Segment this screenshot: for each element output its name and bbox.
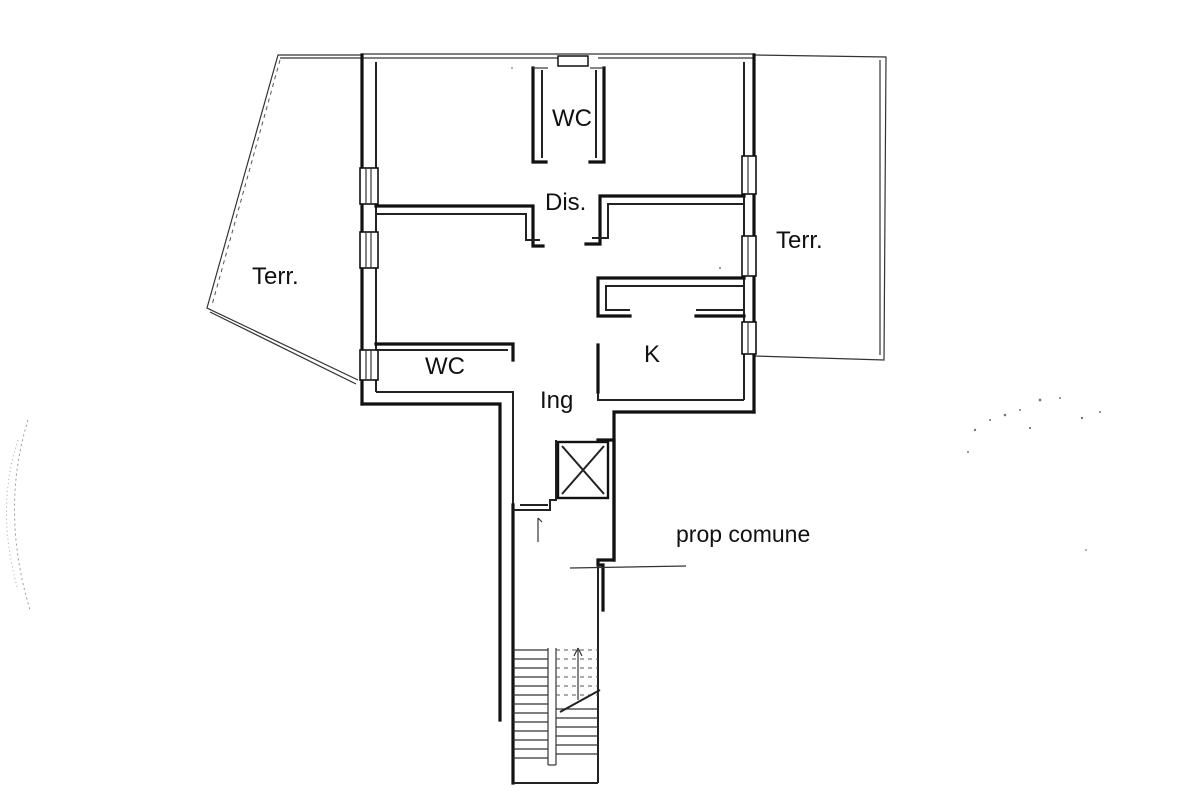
kitchen-walls bbox=[596, 276, 746, 394]
common-corridor-walls bbox=[511, 438, 687, 785]
terrace-right-outline bbox=[754, 54, 887, 361]
stair-arrow-head-b bbox=[577, 647, 583, 657]
room-label-wc-left: WC bbox=[425, 353, 465, 380]
room-label-terr-right: Terr. bbox=[776, 227, 823, 254]
windows-left-wall bbox=[359, 167, 379, 381]
wc-left-walls bbox=[374, 342, 515, 362]
terrace-left-outline bbox=[206, 54, 362, 385]
staircase bbox=[513, 647, 601, 784]
scan-noise bbox=[6, 67, 1101, 611]
stair-cut-line bbox=[559, 689, 601, 713]
apartment-outer-walls bbox=[360, 53, 756, 722]
room-label-terr-left: Terr. bbox=[252, 263, 299, 290]
annotation-common-property: prop comune bbox=[676, 521, 810, 547]
windows-right-wall bbox=[741, 155, 757, 355]
partition-wall-dis bbox=[374, 194, 746, 248]
room-label-dis: Dis. bbox=[545, 189, 586, 216]
room-label-kitchen: K bbox=[644, 341, 660, 368]
stair-arrow-head-a bbox=[573, 647, 579, 657]
wc-top-walls bbox=[531, 55, 606, 164]
room-label-wc-top: WC bbox=[552, 105, 592, 132]
room-label-ingresso: Ing bbox=[540, 387, 573, 414]
